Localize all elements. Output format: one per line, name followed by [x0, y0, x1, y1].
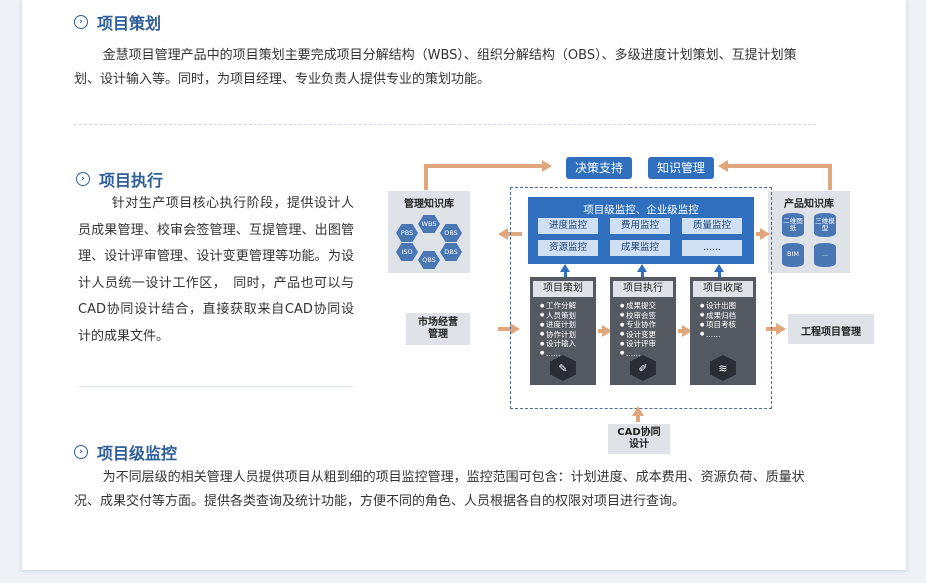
column-item: 专业协作 — [620, 320, 674, 330]
cad-label: CAD协同设计 — [617, 427, 661, 450]
column-item: ...... — [540, 349, 594, 359]
management-kb-box: 管理知识库 WBS PBS OBS ISO DBS QBS — [388, 191, 470, 273]
arrow-up-icon — [560, 264, 570, 272]
hex-obs: OBS — [440, 224, 462, 242]
column-item: ...... — [700, 330, 754, 340]
arrow-up-icon — [637, 264, 647, 272]
arrow-right-icon — [602, 325, 612, 337]
cylinder-more: ... — [814, 243, 836, 267]
edit-icon: ✎ — [550, 355, 576, 381]
arrow-up-icon — [632, 406, 644, 416]
hex-qbs: QBS — [418, 251, 440, 269]
execution-underline — [78, 386, 354, 387]
section-title-text: 项目策划 — [97, 14, 162, 33]
product-kb-title: 产品知识库 — [784, 199, 834, 210]
chevron-right-icon: › — [74, 445, 88, 459]
arrow-line — [598, 329, 604, 333]
arrow-right-icon — [776, 323, 786, 335]
column-title: 项目执行 — [613, 281, 673, 297]
cylinder-bim: BIM — [782, 243, 804, 267]
arrow-line — [726, 164, 832, 168]
column-title: 项目策划 — [533, 281, 593, 297]
hex-wbs: WBS — [418, 215, 440, 233]
management-kb-title: 管理知识库 — [404, 199, 454, 210]
arrow-line — [424, 164, 544, 168]
column-items: 工作分解 人员策划 进度计划 协作计划 设计输入 ...... — [540, 301, 594, 358]
cylinder-3d: 三维模型 — [814, 213, 836, 237]
arrow-line — [564, 270, 567, 278]
monitor-panel-title: 项目级监控、企业级监控 — [583, 204, 699, 216]
arrow-line — [766, 327, 778, 331]
engineering-box: 工程项目管理 — [788, 314, 874, 344]
monitor-cell: 进度监控 — [538, 218, 598, 234]
hex-pbs: PBS — [396, 224, 418, 242]
section-title-execution: › 项目执行 — [76, 167, 163, 191]
column-planning: 项目策划 工作分解 人员策划 进度计划 协作计划 设计输入 ...... ✎ — [530, 277, 596, 385]
monitor-cell: 资源监控 — [538, 240, 598, 256]
column-items: 设计出图 成果归档 项目考核 ...... — [700, 301, 754, 339]
arrow-left-icon — [498, 228, 508, 240]
column-item: 工作分解 — [540, 301, 594, 311]
arrow-left-icon — [718, 160, 728, 172]
arrow-line — [424, 164, 428, 190]
arrow-line — [636, 410, 640, 422]
column-closing: 项目收尾 设计出图 成果归档 项目考核 ...... ≋ — [690, 277, 756, 385]
workflow-diagram: 决策支持 知识管理 管理知识库 WBS PBS OBS ISO DBS QBS … — [384, 152, 874, 457]
column-item: 项目考核 — [700, 320, 754, 330]
column-execution: 项目执行 成果提交 校审会签 专业协作 设计变更 设计评审 ...... ✐ — [610, 277, 676, 385]
column-item: 设计评审 — [620, 339, 674, 349]
column-item: 成果提交 — [620, 301, 674, 311]
execution-paragraph: 针对生产项目核心执行阶段，提供设计人员成果管理、校审会签管理、互提管理、出图管理… — [78, 196, 354, 344]
column-item: 设计变更 — [620, 330, 674, 340]
content-card: › 项目策划 金慧项目管理产品中的项目策划主要完成项目分解结构（WBS）、组织分… — [22, 0, 906, 570]
column-item: 协作计划 — [540, 330, 594, 340]
designer-icon: ✐ — [630, 355, 656, 381]
chevron-right-icon: › — [74, 15, 88, 29]
cylinder-2d: 二维图纸 — [782, 213, 804, 237]
arrow-line — [828, 164, 832, 190]
arrow-right-icon — [510, 323, 520, 335]
monitor-panel: 项目级监控、企业级监控 进度监控 费用监控 质量监控 资源监控 成果监控 ...… — [528, 197, 754, 264]
arrow-right-icon — [542, 160, 552, 172]
decision-support-button: 决策支持 — [566, 157, 632, 179]
section-title-text: 项目级监控 — [97, 444, 178, 463]
section-divider — [74, 124, 816, 125]
section-title-text: 项目执行 — [99, 171, 164, 190]
monitor-cell: 费用监控 — [610, 218, 670, 234]
column-title: 项目收尾 — [693, 281, 753, 297]
monitoring-paragraph: 为不同层级的相关管理人员提供项目从粗到细的项目监控管理，监控范围可包含：计划进度… — [74, 470, 805, 509]
product-kb-box: 产品知识库 二维图纸 三维模型 BIM ... — [768, 191, 850, 273]
arrow-line — [508, 232, 522, 236]
column-item: 设计出图 — [700, 301, 754, 311]
column-item: ...... — [620, 349, 674, 359]
section-title-planning: › 项目策划 — [74, 10, 161, 34]
column-item: 校审会签 — [620, 311, 674, 321]
layers-icon: ≋ — [710, 355, 736, 381]
column-item: 成果归档 — [700, 311, 754, 321]
monitor-cell: 成果监控 — [610, 240, 670, 256]
section-title-monitoring: › 项目级监控 — [74, 440, 177, 464]
column-item: 人员策划 — [540, 311, 594, 321]
column-item: 进度计划 — [540, 320, 594, 330]
planning-paragraph: 金慧项目管理产品中的项目策划主要完成项目分解结构（WBS）、组织分解结构（OBS… — [74, 48, 797, 87]
arrow-line — [498, 327, 512, 331]
knowledge-management-button: 知识管理 — [648, 157, 714, 179]
column-items: 成果提交 校审会签 专业协作 设计变更 设计评审 ...... — [620, 301, 674, 358]
chevron-right-icon: › — [76, 172, 90, 186]
arrow-line — [678, 329, 684, 333]
cad-box: CAD协同设计 — [608, 424, 670, 454]
monitor-cell: 质量监控 — [682, 218, 742, 234]
column-item: 设计输入 — [540, 339, 594, 349]
hex-dbs: DBS — [440, 243, 462, 261]
arrow-right-icon — [760, 228, 770, 240]
market-label: 市场经营管理 — [418, 317, 458, 340]
hex-iso: ISO — [396, 243, 418, 261]
arrow-right-icon — [682, 325, 692, 337]
engineering-label: 工程项目管理 — [801, 327, 861, 338]
arrow-line — [641, 270, 644, 278]
arrow-line — [718, 270, 721, 278]
market-box: 市场经营管理 — [406, 313, 470, 345]
arrow-up-icon — [714, 264, 724, 272]
monitor-cell: ...... — [682, 240, 742, 256]
